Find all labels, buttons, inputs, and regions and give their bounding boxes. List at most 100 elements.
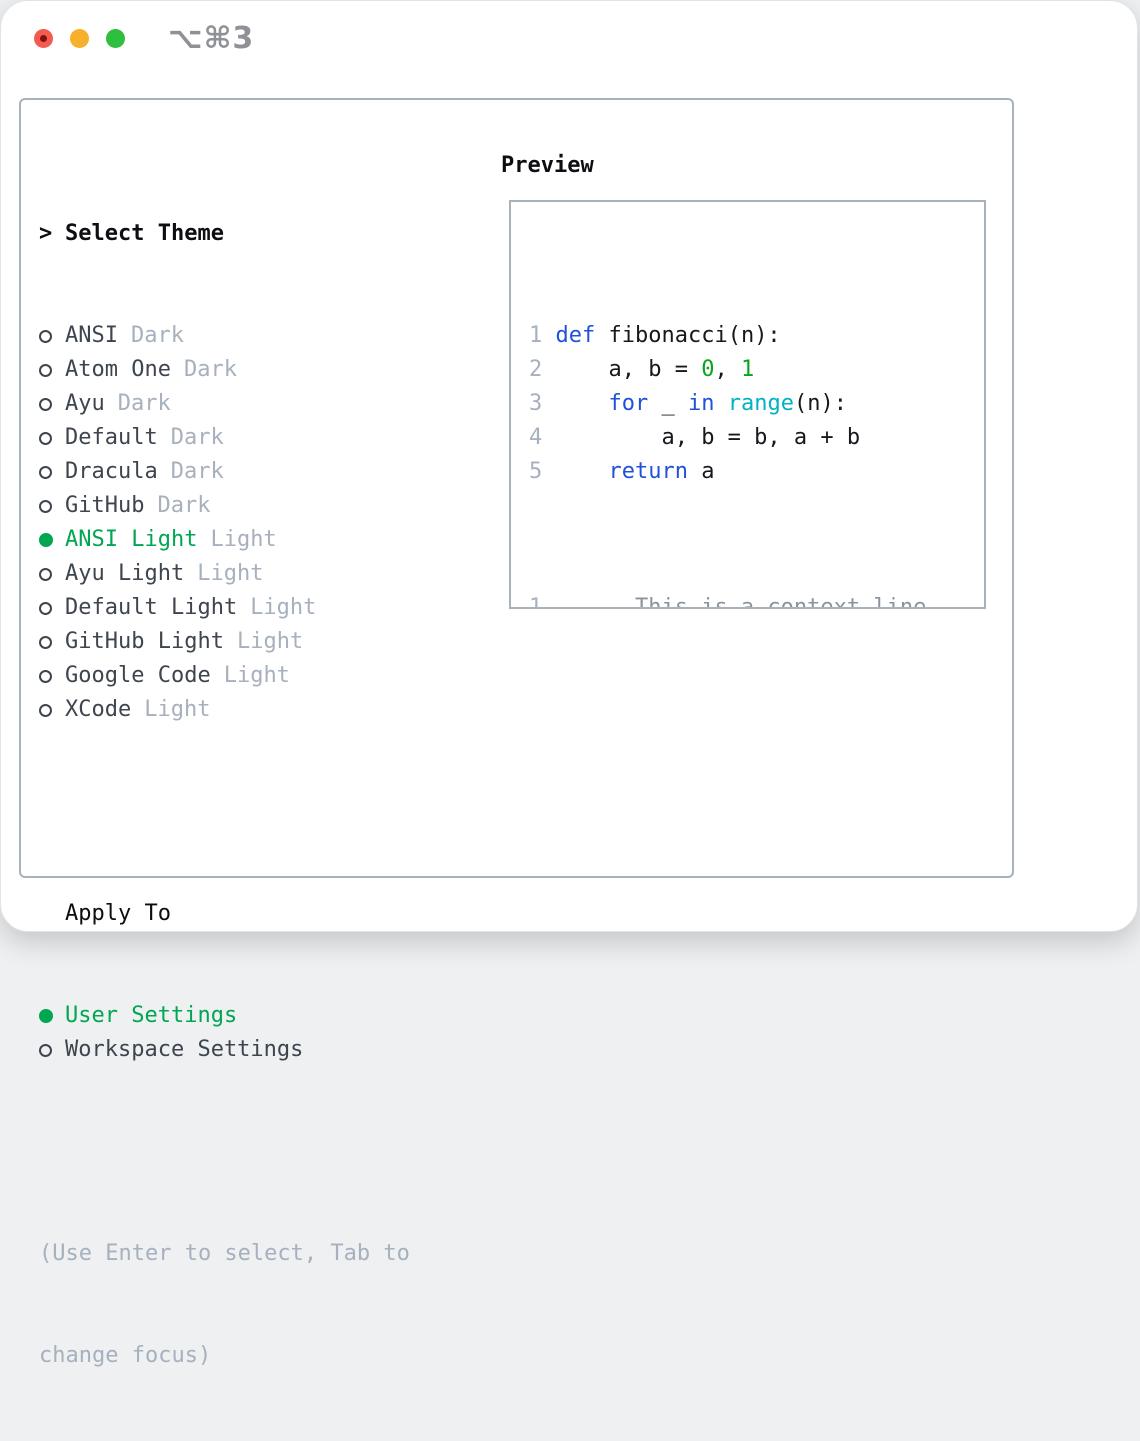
apply-option-user-settings[interactable]: User Settings [39, 999, 410, 1033]
theme-name: ANSI [65, 323, 118, 348]
code-segment-default: , [714, 357, 741, 382]
theme-name: XCode [65, 697, 132, 722]
code-segment-default [714, 391, 727, 416]
theme-option-atom-one[interactable]: Atom One Dark [39, 353, 410, 387]
radio-icon [39, 636, 52, 649]
theme-option-ansi-light[interactable]: ANSI Light Light [39, 523, 410, 557]
window-title: ⌥⌘3 [168, 21, 255, 56]
diff-line: 1 This is a context line. [529, 591, 940, 609]
radio-icon [39, 670, 52, 683]
apply-to-header: Apply To [65, 901, 171, 926]
code-line: 5 return a [529, 455, 940, 489]
radio-icon [39, 704, 52, 717]
code-line: 2 a, b = 0, 1 [529, 353, 940, 387]
theme-name: Default Light [65, 595, 238, 620]
theme-option-github-light[interactable]: GitHub Light Light [39, 625, 410, 659]
theme-variant: Dark [157, 493, 211, 518]
code-segment-number: 1 [740, 357, 755, 382]
code-line: 4 a, b = b, a + b [529, 421, 940, 455]
line-number: 3 [529, 391, 543, 416]
zoom-button[interactable] [106, 29, 125, 48]
code-line: 3 for _ in range(n): [529, 387, 940, 421]
theme-name: Dracula [65, 459, 158, 484]
titlebar: ⌥⌘3 [1, 1, 1137, 76]
select-theme-label: Select Theme [65, 221, 224, 246]
code-segment-number: 0 [701, 357, 715, 382]
theme-name: ANSI Light [65, 527, 198, 552]
theme-name: GitHub Light [65, 629, 224, 654]
theme-variant: Light [236, 629, 304, 654]
code-segment-default: a [687, 459, 715, 484]
code-segment-default [556, 459, 609, 484]
prompt-icon: > [39, 221, 53, 246]
theme-variant: Dark [183, 357, 237, 382]
preview-header: Preview [501, 153, 594, 178]
radio-icon [39, 398, 52, 411]
theme-option-default-light[interactable]: Default Light Light [39, 591, 410, 625]
line-number: 5 [529, 459, 543, 484]
code-segment-keyword: def [555, 323, 596, 348]
theme-variant: Light [250, 595, 317, 620]
theme-name: GitHub [65, 493, 145, 518]
radio-icon [39, 500, 52, 513]
radio-icon [39, 330, 52, 343]
theme-option-dracula[interactable]: Dracula Dark [39, 455, 410, 489]
spacer [39, 795, 410, 829]
theme-variant: Light [210, 527, 277, 552]
theme-variant: Dark [170, 425, 224, 450]
theme-variant: Dark [130, 323, 184, 348]
theme-variant: Dark [117, 391, 171, 416]
close-button[interactable] [34, 29, 53, 48]
code-segment-keyword: in [687, 391, 715, 416]
code-segment-builtin: range [727, 391, 794, 416]
radio-selected-icon [39, 533, 53, 547]
hint-line-2: change focus) [39, 1343, 212, 1368]
code-segment-default: _ [648, 391, 688, 416]
theme-variant: Light [197, 561, 264, 586]
radio-icon [39, 364, 52, 377]
theme-option-ansi[interactable]: ANSI Dark [39, 319, 410, 353]
theme-variant: Light [144, 697, 211, 722]
code-segment-default: a, b = b, a + b [555, 425, 861, 450]
theme-option-ayu-light[interactable]: Ayu Light Light [39, 557, 410, 591]
theme-option-default[interactable]: Default Dark [39, 421, 410, 455]
theme-variant: Light [223, 663, 290, 688]
radio-icon [39, 466, 52, 479]
radio-selected-icon [39, 1009, 53, 1023]
line-number: 1 [529, 323, 543, 348]
line-number: 2 [529, 357, 543, 382]
radio-icon [39, 1044, 52, 1057]
code-segment-default: a, b = [555, 357, 702, 382]
theme-name: Atom One [65, 357, 171, 382]
code-line: 1 def fibonacci(n): [529, 319, 940, 353]
theme-name: Default [65, 425, 158, 450]
radio-icon [39, 568, 52, 581]
hint-line-1: (Use Enter to select, Tab to [39, 1241, 410, 1266]
radio-icon [39, 432, 52, 445]
select-theme-header: > Select Theme [39, 217, 410, 251]
theme-variant: Dark [170, 459, 224, 484]
code-segment-context: This is a context line. [555, 595, 940, 609]
theme-option-xcode[interactable]: XCode Light [39, 693, 410, 727]
apply-option-label: Workspace Settings [65, 1037, 304, 1062]
minimize-button[interactable] [70, 29, 89, 48]
code-segment-default: fibonacci(n): [595, 323, 781, 348]
code-segment-keyword: for [608, 391, 649, 416]
radio-icon [39, 602, 52, 615]
theme-option-github[interactable]: GitHub Dark [39, 489, 410, 523]
spacer [39, 1135, 410, 1169]
code-segment-default: (n): [793, 391, 847, 416]
diff-block: 1 This is a context line.2 - This line w… [529, 591, 940, 609]
theme-name: Ayu Light [65, 561, 185, 586]
apply-option-workspace-settings[interactable]: Workspace Settings [39, 1033, 410, 1067]
apply-option-label: User Settings [65, 1003, 238, 1028]
close-modified-dot-icon [40, 35, 47, 42]
code-segment-default [556, 391, 609, 416]
